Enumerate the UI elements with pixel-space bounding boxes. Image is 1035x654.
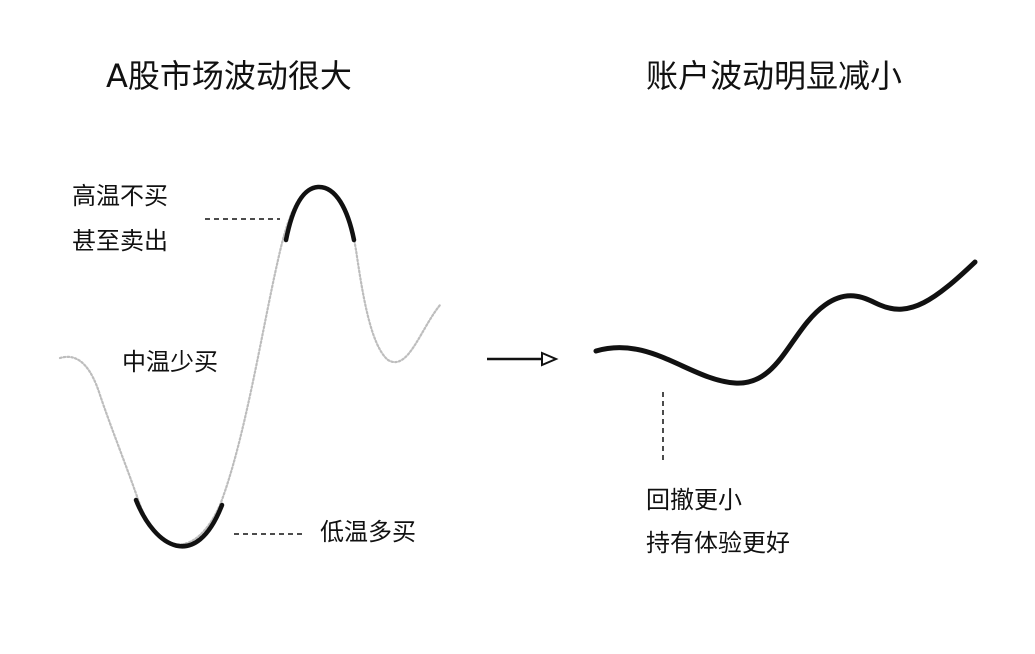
right-title: 账户波动明显减小: [646, 57, 903, 95]
high-temp-label-line1: 高温不买: [72, 182, 168, 210]
low-temp-label: 低温多买: [320, 518, 416, 546]
high-temp-label-line2: 甚至卖出: [72, 227, 168, 255]
drawdown-label-line2: 持有体验更好: [646, 529, 790, 557]
market-curve-light: [58, 185, 442, 546]
high-temp-segment: [283, 184, 357, 243]
low-temp-segment: [133, 497, 225, 549]
transition-arrow: [487, 351, 559, 367]
mid-temp-label: 中温少买: [122, 348, 218, 376]
drawdown-label-line1: 回撤更小: [646, 486, 742, 514]
account-curve: [593, 259, 978, 386]
left-title: A股市场波动很大: [106, 57, 352, 95]
